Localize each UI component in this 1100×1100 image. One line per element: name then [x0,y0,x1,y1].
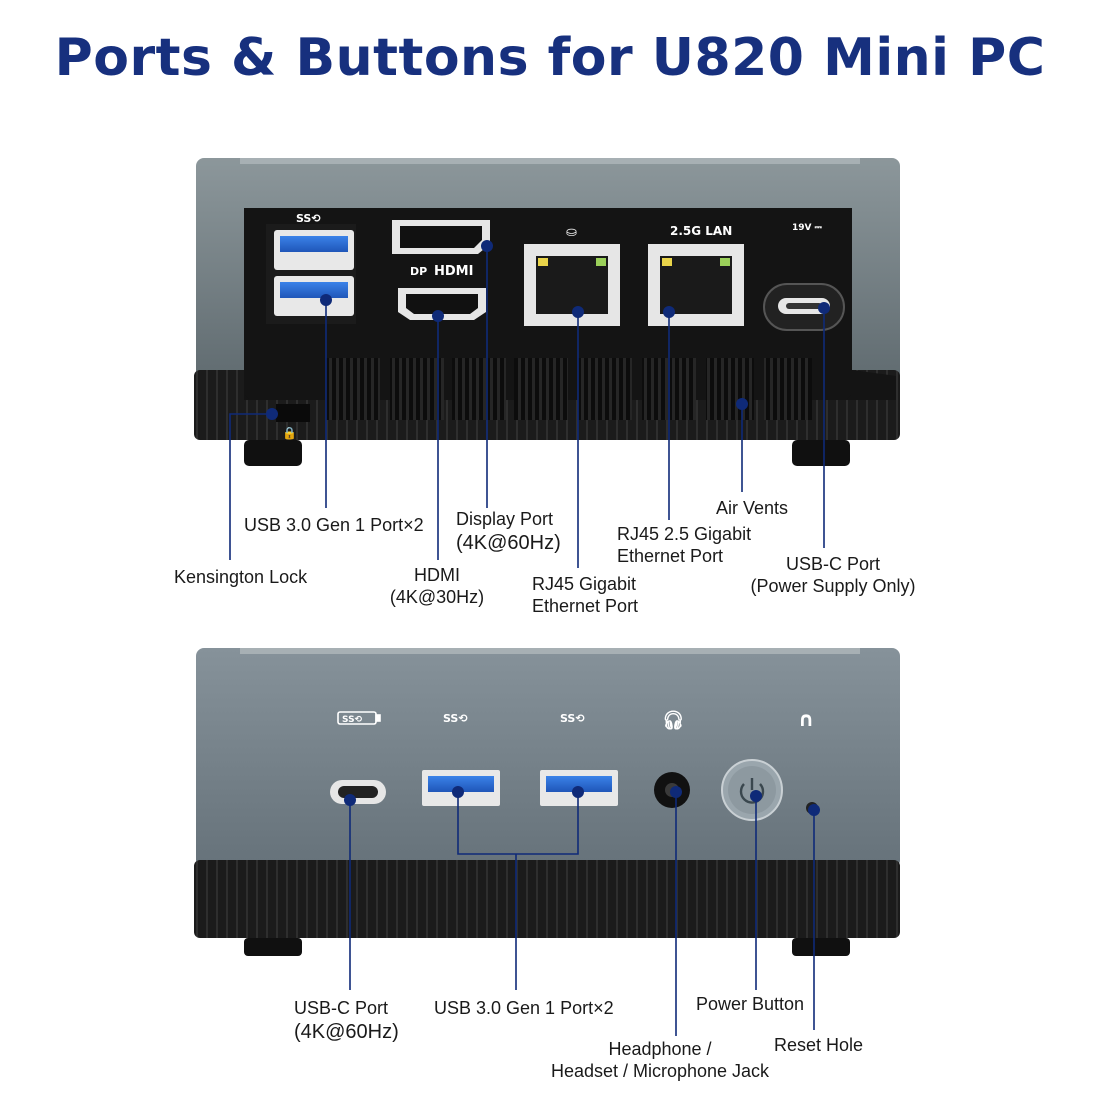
dp-marking: DP [410,265,427,278]
label-dp-line2: (4K@60Hz) [456,532,561,554]
svg-text:19V ⎓: 19V ⎓ [792,223,823,233]
label-audio-line2: Headset / Microphone Jack [550,1061,770,1081]
back-foot-right [792,440,850,466]
svg-text:SS⟲: SS⟲ [296,212,321,225]
label-hdmi-line1: HDMI [414,565,460,585]
label-rj45-25-line2: Ethernet Port [617,546,724,566]
front-callout-lines [349,792,815,1036]
label-front-usb30: USB 3.0 Gen 1 Port×2 [434,998,614,1018]
label-rj45-25-line1: RJ45 2.5 Gigabit [617,524,752,544]
back-panel: SS⟲ DP HDMI ⛀ 2.5G LAN 1 [194,158,900,466]
label-kensington-lock: Kensington Lock [174,567,308,587]
label-reset-hole: Reset Hole [774,1035,864,1055]
kensington-slot [276,404,310,422]
back-usb-ports: SS⟲ [266,212,356,324]
front-base [194,860,900,938]
headphone-icon: 🎧︎ [662,710,685,731]
front-chassis [196,648,900,868]
label-back-usbc-line2: (Power Supply Only) [750,576,916,596]
label-front-usbc-line2: (4K@60Hz) [294,1021,399,1043]
label-dp-line1: Display Port [456,509,554,529]
back-display-ports: DP HDMI [392,220,490,320]
back-air-vents [326,358,812,420]
label-hdmi-line2: (4K@30Hz) [389,587,485,607]
front-port-icons [337,711,381,725]
power-icon [739,783,765,804]
back-callout-dots [266,240,830,420]
back-callout-lines [229,246,825,568]
lan25-marking: 2.5G LAN [670,224,732,238]
lock-icon: 🔒 [282,426,297,440]
label-back-usbc: USB-C Port (Power Supply Only) [750,553,915,597]
label-rj45-gigabit: RJ45 Gigabit Ethernet Port [532,573,638,617]
usbc-marking: SS⟲ [342,715,363,725]
front-panel: SS⟲ SS⟲ SS⟲ 🎧︎ ∩ [194,648,900,956]
label-front-usbc: USB-C Port (4K@60Hz) [294,997,399,1045]
front-callout-dots [344,786,820,816]
back-foot-left [244,440,302,466]
label-audio-jack: Headphone / Headset / Microphone Jack [551,1038,769,1082]
svg-text:⛀: ⛀ [566,225,577,240]
label-rj45-25-gigabit: RJ45 2.5 Gigabit Ethernet Port [617,523,751,567]
label-hdmi: HDMI (4K@30Hz) [390,564,484,608]
label-back-usbc-line1: USB-C Port [785,554,881,574]
label-power-button: Power Button [696,994,805,1014]
label-back-usb30: USB 3.0 Gen 1 Port×2 [244,515,424,535]
label-display-port: Display Port (4K@60Hz) [456,508,561,556]
back-rj45-25g-port: 2.5G LAN [648,224,744,326]
reset-icon: ∩ [798,707,814,731]
usb-marking-1: SS⟲ [443,712,468,725]
hdmi-marking: HDMI [434,264,473,279]
label-air-vents: Air Vents [716,498,789,518]
back-rj45-port: ⛀ [524,225,620,326]
page-title: Ports & Buttons for U820 Mini PC [54,28,1046,88]
label-rj45-line2: Ethernet Port [532,596,639,616]
label-front-usbc-line1: USB-C Port [294,998,389,1018]
label-audio-line1: Headphone / [608,1039,712,1059]
front-usbc-port [330,780,386,804]
label-rj45-line1: RJ45 Gigabit [532,574,637,594]
usb-marking-2: SS⟲ [560,712,585,725]
